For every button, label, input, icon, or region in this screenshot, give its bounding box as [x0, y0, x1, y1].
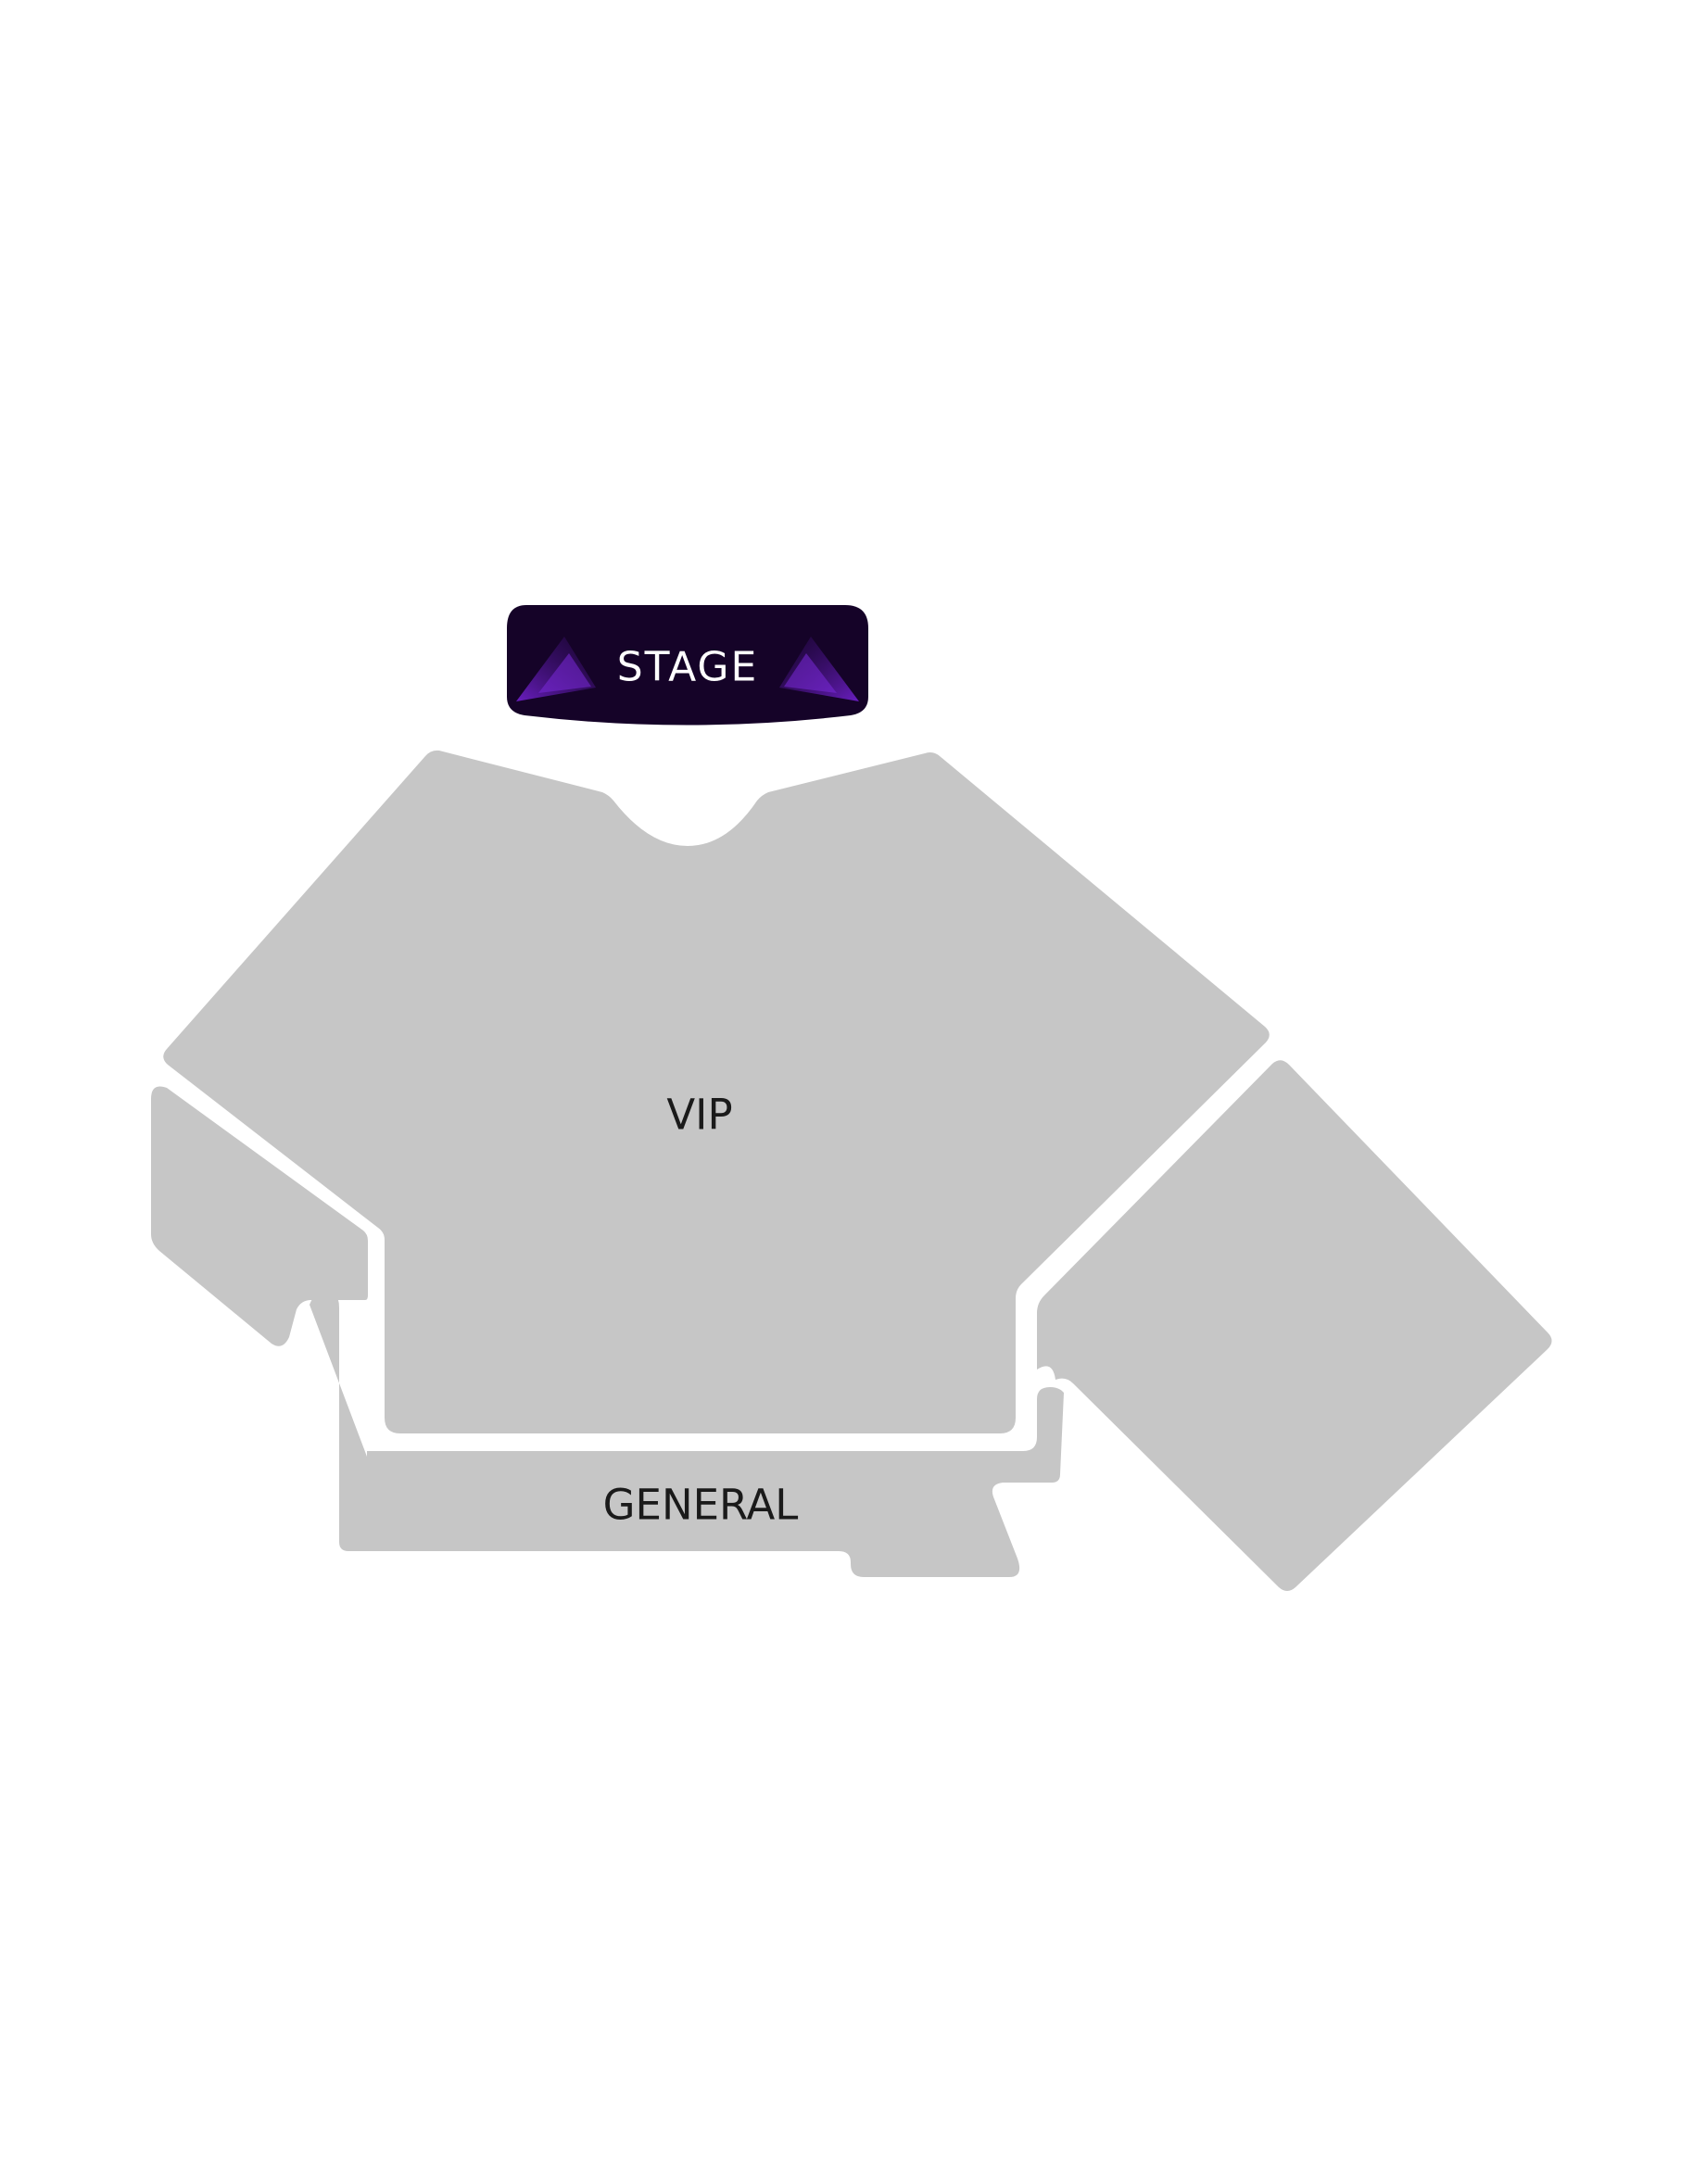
section-general-shape[interactable] — [310, 1291, 1064, 1577]
section-side-right[interactable] — [1037, 1060, 1552, 1591]
section-vip-shape[interactable] — [163, 750, 1270, 1433]
section-side-right-shape[interactable] — [1037, 1060, 1552, 1591]
stage: STAGE — [507, 605, 868, 726]
stage-shape — [507, 605, 868, 726]
stage-label: STAGE — [617, 644, 759, 691]
stage-light-icon — [516, 637, 859, 701]
section-side-left[interactable] — [151, 1086, 368, 1346]
section-side-left-shape[interactable] — [151, 1086, 368, 1346]
